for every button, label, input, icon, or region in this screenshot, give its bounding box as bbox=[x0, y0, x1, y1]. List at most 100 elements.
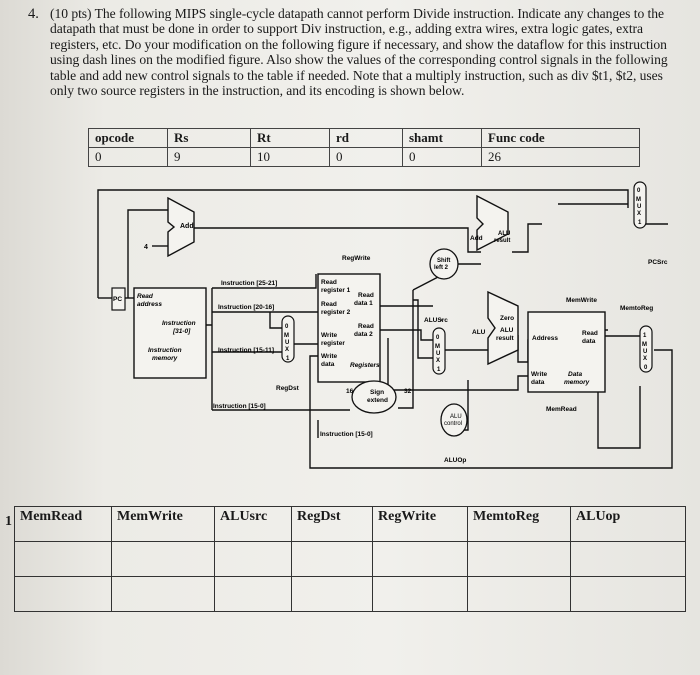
alu-control-unit bbox=[440, 403, 468, 437]
memwrite-label: MemWrite bbox=[566, 297, 597, 304]
encoding-header-func: Func code bbox=[481, 128, 640, 148]
instr-25-21-label: Instruction [25-21] bbox=[221, 280, 277, 287]
imem-name-label: Instruction memory bbox=[148, 347, 183, 362]
branch-adder-label: Add bbox=[470, 235, 483, 242]
readdata2-to-mem-wire bbox=[387, 338, 528, 391]
rs-wire bbox=[212, 274, 317, 289]
margin-marker: 1 bbox=[5, 514, 12, 529]
control-extra-cell[interactable] bbox=[467, 576, 571, 612]
width-16-label: 16 bbox=[346, 388, 354, 395]
control-header-regdst: RegDst bbox=[291, 506, 373, 542]
control-header-memtoreg: MemtoReg bbox=[467, 506, 571, 542]
aluop-label: ALUOp bbox=[444, 457, 466, 464]
control-extra-cell[interactable] bbox=[372, 576, 468, 612]
branch-feedback-wire bbox=[97, 189, 629, 298]
control-value-memread[interactable] bbox=[14, 541, 112, 577]
control-value-regdst[interactable] bbox=[291, 541, 373, 577]
question-number: 4. bbox=[28, 6, 39, 22]
zero-label: Zero bbox=[500, 315, 514, 322]
instr-15-11-label: Instruction [15-11] bbox=[218, 347, 274, 354]
sext-to-mux-wire bbox=[413, 299, 433, 359]
alusrc-label: ALUSrc bbox=[424, 317, 448, 324]
encoding-value-row: 0 9 10 0 0 26 bbox=[88, 147, 640, 167]
control-extra-row bbox=[14, 576, 686, 612]
control-value-row bbox=[14, 541, 686, 577]
question-text: (10 pts) The following MIPS single-cycle… bbox=[50, 6, 668, 99]
control-value-alusrc[interactable] bbox=[214, 541, 292, 577]
alusrc-mux bbox=[432, 327, 446, 375]
pcplus4-wire bbox=[194, 227, 481, 253]
pc-adder-label: Add bbox=[180, 223, 194, 230]
main-alu-label: ALU bbox=[472, 329, 486, 336]
control-value-memwrite[interactable] bbox=[111, 541, 215, 577]
mem-address-label: Address bbox=[532, 335, 558, 342]
encoding-header-rt: Rt bbox=[250, 128, 330, 148]
pc-label: PC bbox=[113, 296, 122, 303]
rt-to-mux-wire bbox=[269, 312, 282, 329]
control-extra-cell[interactable] bbox=[111, 576, 215, 612]
control-extra-cell[interactable] bbox=[570, 576, 686, 612]
branch-adder bbox=[476, 194, 509, 252]
encoding-header-rd: rd bbox=[329, 128, 403, 148]
encoding-value-rs: 9 bbox=[167, 147, 251, 167]
encoding-value-rd: 0 bbox=[329, 147, 403, 167]
instr-15-0-label-b: Instruction [15-0] bbox=[320, 431, 373, 438]
control-extra-cell[interactable] bbox=[214, 576, 292, 612]
control-header-memwrite: MemWrite bbox=[111, 506, 215, 542]
memtoreg-label: MemtoReg bbox=[620, 305, 653, 312]
pcsrc-mux bbox=[633, 181, 647, 229]
regdst-mux bbox=[281, 315, 295, 363]
control-header-aluop: ALUop bbox=[570, 506, 686, 542]
instruction-encoding-table: opcode Rs Rt rd shamt Func code 0 9 10 0… bbox=[88, 128, 640, 167]
control-value-memtoreg[interactable] bbox=[467, 541, 571, 577]
width-32-label: 32 bbox=[404, 388, 412, 395]
writeback-wire bbox=[309, 349, 673, 469]
encoding-header-shamt: shamt bbox=[402, 128, 482, 148]
encoding-header-row: opcode Rs Rt rd shamt Func code bbox=[88, 128, 640, 148]
control-header-memread: MemRead bbox=[14, 506, 112, 542]
control-value-aluop[interactable] bbox=[570, 541, 686, 577]
control-value-regwrite[interactable] bbox=[372, 541, 468, 577]
pcsrc-label: PCSrc bbox=[648, 259, 668, 266]
program-counter bbox=[111, 287, 126, 311]
control-header-alusrc: ALUsrc bbox=[214, 506, 292, 542]
control-header-row: MemRead MemWrite ALUsrc RegDst RegWrite … bbox=[14, 506, 686, 542]
control-extra-cell[interactable] bbox=[14, 576, 112, 612]
sext-to-shift-wire bbox=[412, 275, 441, 291]
instr-20-16-label: Instruction [20-16] bbox=[218, 304, 274, 311]
control-signal-table: MemRead MemWrite ALUsrc RegDst RegWrite … bbox=[14, 506, 686, 612]
pc-to-add-wire bbox=[127, 209, 168, 298]
encoding-header-opcode: opcode bbox=[88, 128, 168, 148]
instruction-bus-wire bbox=[206, 288, 213, 410]
datapath-diagram: Add 4 PC Read address Instruction [31-0]… bbox=[97, 181, 673, 469]
memtoreg-mux bbox=[639, 325, 653, 373]
readdata2-wire bbox=[380, 329, 433, 341]
encoding-value-func: 26 bbox=[481, 147, 640, 167]
regwrite-label: RegWrite bbox=[342, 255, 371, 262]
pc-adder bbox=[167, 196, 195, 258]
imem-instruction-label: Instruction [31-0] bbox=[162, 320, 197, 335]
sign-extend-unit bbox=[351, 380, 397, 414]
instruction-memory bbox=[133, 287, 207, 379]
imem-read-address-label: Read address bbox=[137, 293, 162, 308]
control-extra-cell[interactable] bbox=[291, 576, 373, 612]
regdst-label: RegDst bbox=[276, 385, 300, 392]
addresult-wire bbox=[512, 223, 542, 253]
encoding-value-shamt: 0 bbox=[402, 147, 482, 167]
